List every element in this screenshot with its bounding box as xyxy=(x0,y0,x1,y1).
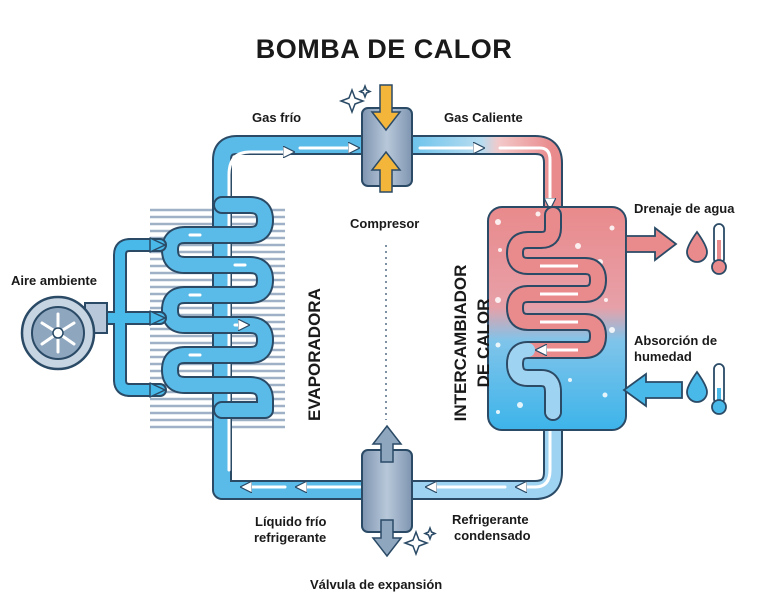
intercambiador-label-line2: DE CALOR xyxy=(474,298,493,388)
compressor xyxy=(361,84,413,193)
compresor-label: Compresor xyxy=(350,216,420,231)
drenaje-agua-label: Drenaje de agua xyxy=(634,201,735,216)
humidity-intake-arrow xyxy=(622,372,683,408)
liquido-frio-label-line1: Líquido frío xyxy=(255,514,327,529)
evaporadora-label: EVAPORADORA xyxy=(305,288,324,421)
liquido-frio-label-line2: refrigerante xyxy=(254,530,327,545)
absorcion-humedad-label-line1: Absorción de xyxy=(634,333,718,348)
intercambiador-label-line1: INTERCAMBIADOR xyxy=(451,264,470,422)
air-intake-pipes xyxy=(93,237,167,398)
page-title: BOMBA DE CALOR xyxy=(255,34,513,64)
fan-icon xyxy=(20,295,108,371)
water-drop-icon xyxy=(686,230,708,263)
water-drop-icon xyxy=(686,370,708,403)
gas-caliente-label: Gas Caliente xyxy=(444,110,523,125)
valvula-expansion-label: Válvula de expansión xyxy=(310,577,443,592)
evaporator-coil xyxy=(161,196,274,419)
water-drain-arrow xyxy=(625,226,678,262)
gas-frio-label: Gas frío xyxy=(252,110,302,125)
refrigerant-loop xyxy=(212,135,563,500)
sparkle-icon xyxy=(402,525,437,557)
thermometer-icon xyxy=(711,223,727,275)
heat-exchanger xyxy=(487,206,627,431)
sparkle-icon xyxy=(338,83,372,115)
refrigerante-condensado-label-line2: condensado xyxy=(454,528,531,543)
thermometer-icon xyxy=(711,363,727,415)
aire-ambiente-label: Aire ambiente xyxy=(11,273,97,288)
refrigerante-condensado-label-line1: Refrigerante xyxy=(452,512,529,527)
expansion-valve xyxy=(361,424,413,558)
absorcion-humedad-label-line2: humedad xyxy=(634,349,692,364)
